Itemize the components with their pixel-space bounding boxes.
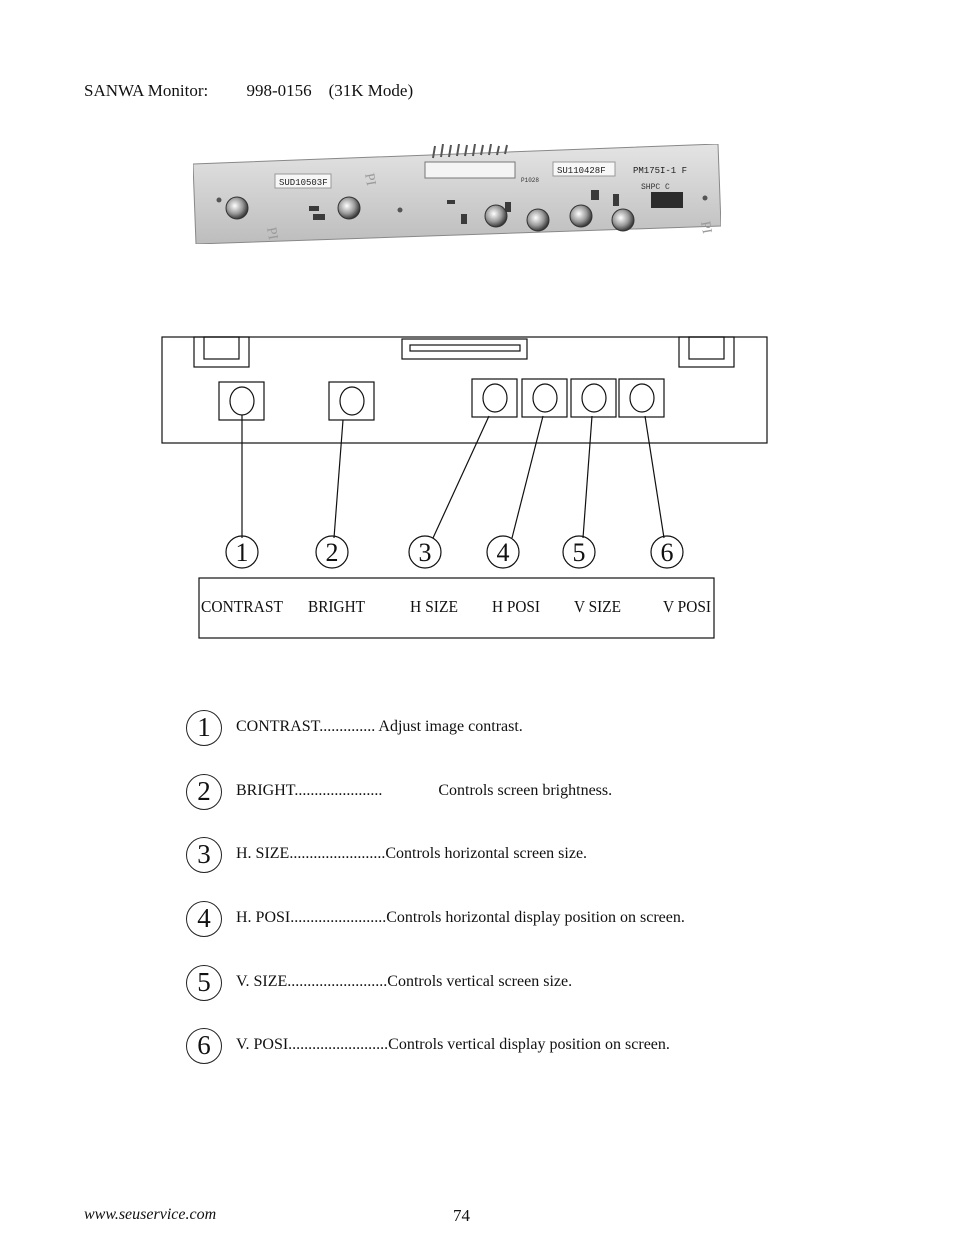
diagram-number-6: 6 [661,538,674,567]
photo-label-pi-1: PI [361,172,378,187]
diagram-number-circle-1 [225,535,259,569]
legend-number: 6 [186,1028,222,1064]
board-bracket-right [678,336,735,368]
diagram-label-box [198,577,715,639]
legend-item-contrast: 1 CONTRAST.............. Adjust image co… [186,710,806,746]
board-connector [401,338,528,360]
diagram-number-2: 2 [326,538,339,567]
diagram-number-circle-4 [486,535,520,569]
photo-pot-vsize [569,204,593,228]
page-header: SANWA Monitor: 998-0156 (31K Mode) [84,81,414,100]
legend-number: 2 [186,774,222,810]
legend-item-bright: 2 BRIGHT...................... Controls … [186,774,806,810]
photo-pot-contrast [225,196,249,220]
pot-box-5 [570,378,617,418]
board-photo: SUD10503F SU110428F PM175I-1 F P1028 SHP… [193,144,721,244]
legend-number: 1 [186,710,222,746]
legend-number: 4 [186,901,222,937]
diagram-label-bright: BRIGHT [308,597,366,616]
diagram-number-circle-6 [650,535,684,569]
pot-circle-3 [482,383,508,413]
diagram-label-hposi: H POSI [492,597,540,616]
pot-circle-5 [581,383,607,413]
diagram-label-contrast: CONTRAST [201,597,284,616]
pot-diagram: 1 2 3 4 5 6 CONTRAST BRIGHT H SIZE H POS… [161,336,768,639]
legend-text: CONTRAST.............. Adjust image cont… [236,718,523,735]
board-outline [161,336,768,444]
pot-circle-2 [339,386,365,416]
photo-pot-hsize [484,204,508,228]
diagram-number-4: 4 [497,538,510,567]
legend-text: V. SIZE.........................Controls… [236,973,573,990]
leader-line-5 [582,415,593,539]
page-number: 74 [453,1206,470,1225]
pot-box-6 [618,378,665,418]
legend-number: 5 [186,965,222,1001]
diagram-label-vsize: V SIZE [574,597,621,616]
pot-circle-6 [629,383,655,413]
board-bracket-left [193,336,250,368]
footer-url: www.seuservice.com [84,1206,217,1223]
pot-box-1 [218,381,265,421]
diagram-number-circle-3 [408,535,442,569]
diagram-label-vposi: V POSI [663,597,711,616]
leader-line-2 [333,419,344,539]
diagram-number-1: 1 [236,538,249,567]
photo-label-shpc: SHPC C [641,183,670,192]
diagram-number-3: 3 [419,538,432,567]
pot-box-4 [521,378,568,418]
pot-box-3 [471,378,518,418]
photo-label-sud: SUD10503F [279,178,328,188]
legend-item-vsize: 5 V. SIZE.........................Contro… [186,965,806,1001]
photo-pot-bright [337,196,361,220]
pot-circle-4 [532,383,558,413]
diagram-number-circle-2 [315,535,349,569]
pot-box-2 [328,381,375,421]
photo-label-su: SU110428F [557,166,606,176]
diagram-number-circle-5 [562,535,596,569]
legend-text: V. POSI.........................Controls… [236,1036,670,1053]
photo-label-p1028: P1028 [521,177,539,184]
photo-label-pm: PM175I-1 F [633,166,687,176]
legend-text: H. POSI........................Controls … [236,909,685,926]
legend-item-vposi: 6 V. POSI.........................Contro… [186,1028,806,1064]
legend-item-hsize: 3 H. SIZE........................Control… [186,837,806,873]
diagram-number-5: 5 [573,538,586,567]
photo-label-pi-2: PI [263,226,280,241]
leader-line-3 [432,415,490,539]
legend-item-hposi: 4 H. POSI........................Control… [186,901,806,937]
diagram-label-hsize: H SIZE [410,597,458,616]
photo-pot-hposi [526,208,550,232]
legend-text: BRIGHT...................... Controls sc… [236,782,613,799]
leader-line-4 [511,415,544,539]
legend-text: H. SIZE........................Controls … [236,845,588,862]
leader-line-6 [644,415,665,539]
pot-circle-1 [229,386,255,416]
legend-number: 3 [186,837,222,873]
photo-label-pi-3: PI [697,220,714,235]
photo-pot-vposi [611,208,635,232]
